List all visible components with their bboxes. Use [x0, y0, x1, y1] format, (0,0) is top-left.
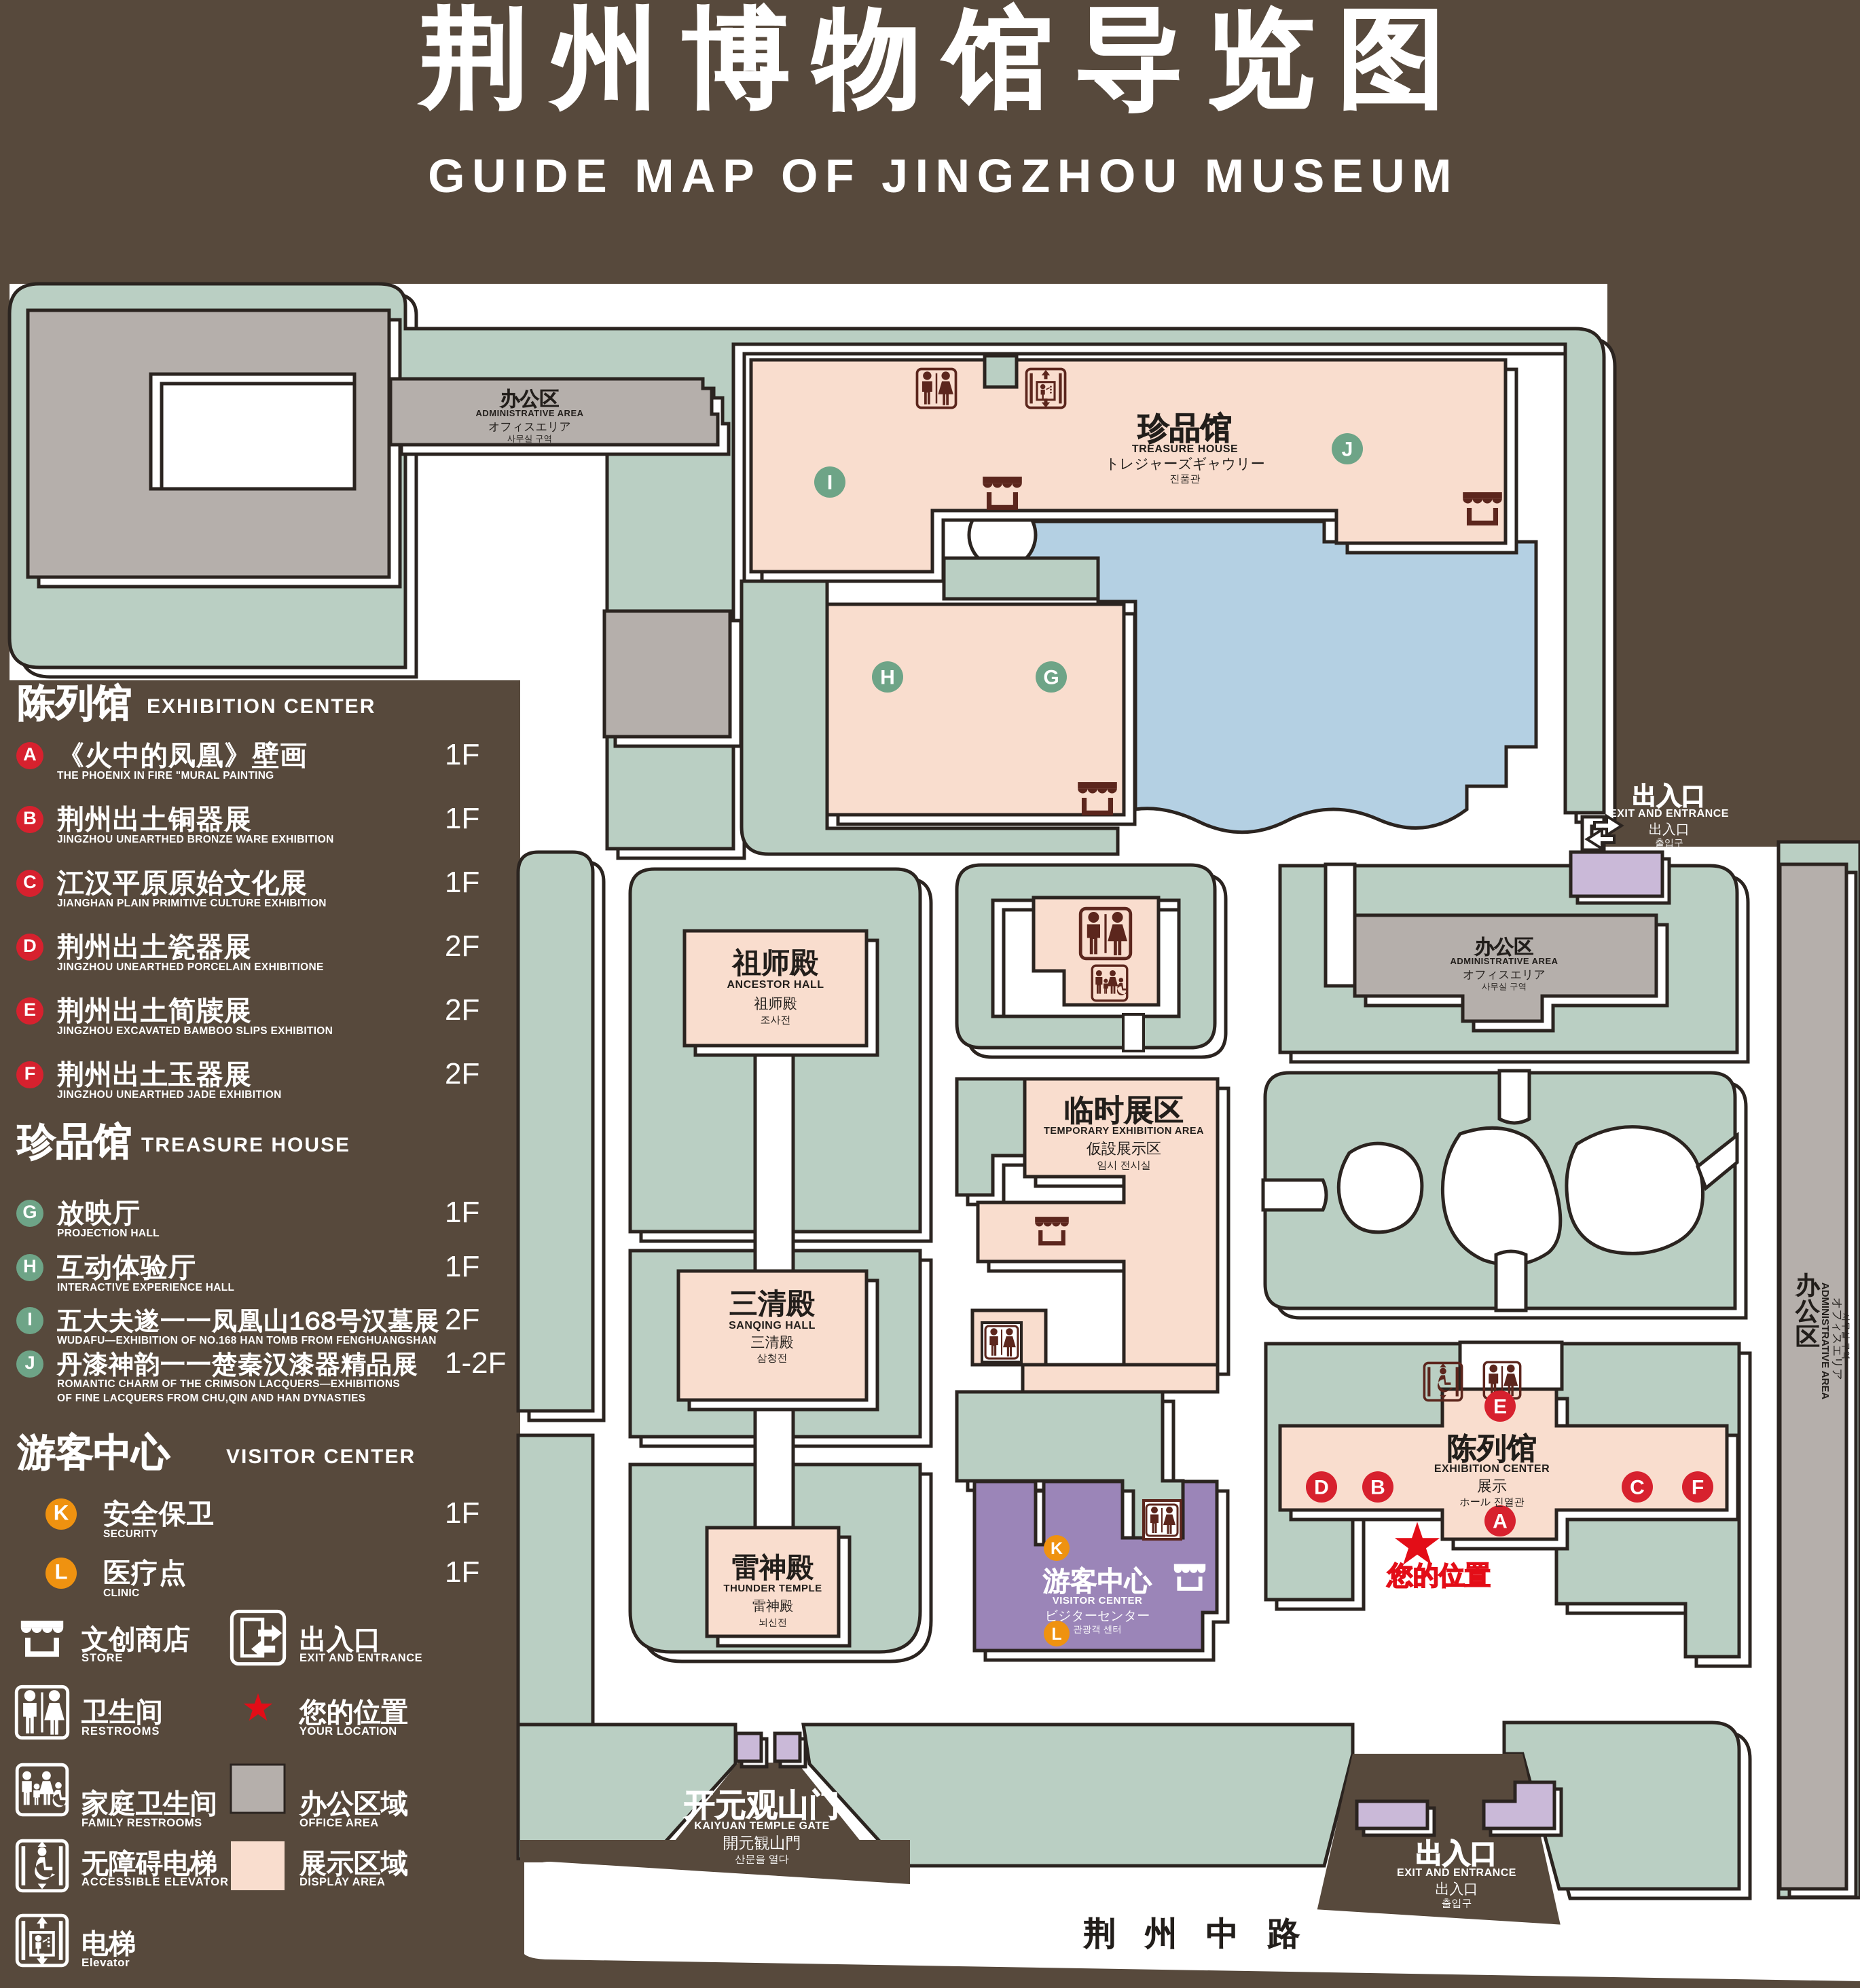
svg-text:I: I [827, 472, 833, 494]
svg-text:1F: 1F [445, 738, 479, 771]
svg-text:1F: 1F [445, 866, 479, 899]
svg-text:FAMILY RESTROOMS: FAMILY RESTROOMS [81, 1817, 202, 1829]
svg-text:I: I [27, 1308, 33, 1329]
svg-text:ACCESSIBLE ELEVATOR: ACCESSIBLE ELEVATOR [81, 1876, 229, 1888]
svg-text:C: C [23, 871, 37, 892]
svg-text:OFFICE AREA: OFFICE AREA [299, 1817, 379, 1829]
svg-text:YOUR LOCATION: YOUR LOCATION [299, 1725, 397, 1737]
svg-text:VISITOR CENTER: VISITOR CENTER [1053, 1595, 1143, 1606]
svg-text:PROJECTION HALL: PROJECTION HALL [57, 1228, 160, 1239]
svg-text:D: D [1314, 1477, 1329, 1499]
svg-text:JINGZHOU UNEARTHED PORCELAIN E: JINGZHOU UNEARTHED PORCELAIN EXHIBITIONE [57, 961, 324, 973]
svg-text:2F: 2F [445, 929, 479, 963]
svg-text:E: E [1493, 1396, 1507, 1418]
svg-text:J: J [1342, 439, 1353, 461]
svg-text:1F: 1F [445, 1196, 479, 1229]
svg-text:KAIYUAN TEMPLE GATE: KAIYUAN TEMPLE GATE [694, 1820, 829, 1832]
svg-text:JINGZHOU UNEARTHED JADE EXHIBI: JINGZHOU UNEARTHED JADE EXHIBITION [57, 1089, 282, 1101]
svg-text:K: K [54, 1501, 69, 1524]
svg-text:EXHIBITION CENTER: EXHIBITION CENTER [147, 695, 376, 718]
svg-text:ANCESTOR HALL: ANCESTOR HALL [727, 979, 824, 991]
svg-text:2F: 2F [445, 1057, 479, 1090]
svg-text:EXIT AND ENTRANCE: EXIT AND ENTRANCE [299, 1652, 422, 1664]
svg-text:GUIDE MAP OF JINGZHOU MUSEUM: GUIDE MAP OF JINGZHOU MUSEUM [428, 149, 1459, 202]
svg-text:THE PHOENIX IN FIRE "MURAL PAI: THE PHOENIX IN FIRE "MURAL PAINTING [57, 770, 274, 781]
svg-text:ADMINISTRATIVE AREA: ADMINISTRATIVE AREA [476, 408, 584, 418]
svg-text:1F: 1F [445, 1556, 479, 1589]
svg-text:H: H [23, 1255, 37, 1276]
svg-text:H: H [880, 667, 895, 689]
svg-text:VISITOR CENTER: VISITOR CENTER [226, 1446, 416, 1468]
svg-text:EXHIBITION CENTER: EXHIBITION CENTER [1434, 1463, 1550, 1475]
svg-text:ROMANTIC CHARM OF THE CRIMSON: ROMANTIC CHARM OF THE CRIMSON LACQUERS—E… [57, 1378, 400, 1390]
svg-text:J: J [24, 1352, 35, 1373]
svg-text:RESTROOMS: RESTROOMS [81, 1725, 160, 1737]
svg-text:ADMINISTRATIVE AREA: ADMINISTRATIVE AREA [1451, 956, 1558, 966]
svg-text:K: K [1051, 1539, 1063, 1558]
svg-text:SECURITY: SECURITY [103, 1528, 158, 1540]
svg-text:2F: 2F [445, 1303, 479, 1336]
svg-text:F: F [24, 1063, 36, 1084]
svg-text:STORE: STORE [81, 1652, 124, 1664]
svg-text:Elevator: Elevator [81, 1956, 130, 1969]
svg-text:1F: 1F [445, 1250, 479, 1283]
svg-text:A: A [23, 743, 37, 765]
svg-text:2F: 2F [445, 993, 479, 1027]
svg-text:B: B [1370, 1477, 1385, 1499]
svg-text:JIANGHAN PLAIN PRIMITIVE CULTU: JIANGHAN PLAIN PRIMITIVE CULTURE EXHIBIT… [57, 898, 327, 909]
svg-text:JINGZHOU UNEARTHED BRONZE WARE: JINGZHOU UNEARTHED BRONZE WARE EXHIBITIO… [57, 834, 334, 845]
svg-text:SANQING HALL: SANQING HALL [729, 1320, 816, 1331]
svg-text:ADMINISTRATIVE AREA: ADMINISTRATIVE AREA [1819, 1283, 1831, 1400]
svg-text:EXIT AND ENTRANCE: EXIT AND ENTRANCE [1609, 808, 1729, 820]
svg-text:TEMPORARY EXHIBITION AREA: TEMPORARY EXHIBITION AREA [1044, 1126, 1204, 1137]
svg-text:C: C [1630, 1477, 1645, 1499]
svg-text:L: L [1051, 1625, 1061, 1644]
svg-text:CLINIC: CLINIC [103, 1587, 139, 1599]
svg-text:B: B [23, 807, 37, 828]
svg-text:EXIT AND ENTRANCE: EXIT AND ENTRANCE [1397, 1867, 1516, 1879]
svg-text:E: E [24, 999, 36, 1020]
svg-text:INTERACTIVE EXPERIENCE HALL: INTERACTIVE EXPERIENCE HALL [57, 1282, 234, 1293]
svg-text:A: A [1493, 1511, 1508, 1533]
svg-text:TREASURE HOUSE: TREASURE HOUSE [1132, 443, 1238, 455]
svg-text:THUNDER TEMPLE: THUNDER TEMPLE [723, 1583, 822, 1594]
svg-text:G: G [1043, 667, 1059, 689]
svg-text:WUDAFU—EXHIBITION OF NO.168 HA: WUDAFU—EXHIBITION OF NO.168 HAN TOMB FRO… [57, 1335, 437, 1346]
svg-text:TREASURE HOUSE: TREASURE HOUSE [141, 1134, 350, 1156]
svg-text:1-2F: 1-2F [445, 1346, 506, 1380]
svg-text:JINGZHOU EXCAVATED BAMBOO SLIP: JINGZHOU EXCAVATED BAMBOO SLIPS EXHIBITI… [57, 1025, 333, 1037]
svg-text:L: L [54, 1560, 67, 1583]
svg-text:D: D [23, 935, 37, 956]
svg-text:1F: 1F [445, 1496, 479, 1530]
svg-text:F: F [1692, 1477, 1704, 1499]
svg-text:1F: 1F [445, 802, 479, 835]
svg-text:DISPLAY AREA: DISPLAY AREA [299, 1876, 385, 1888]
svg-text:G: G [22, 1201, 37, 1222]
svg-text:OF FINE LACQUERS FROM CHU,QIN: OF FINE LACQUERS FROM CHU,QIN AND HAN DY… [57, 1393, 365, 1404]
